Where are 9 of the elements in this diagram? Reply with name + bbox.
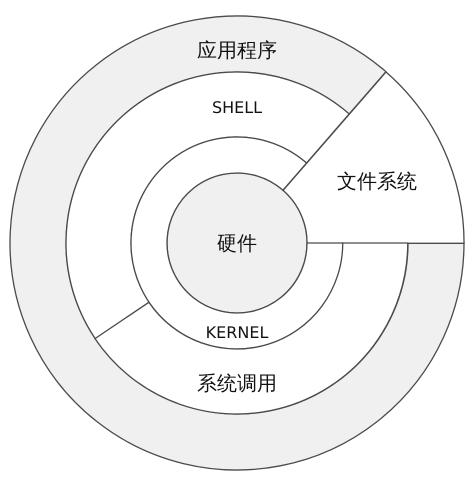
- node-label: 文件系统: [336, 170, 417, 192]
- node-label: 硬件: [217, 232, 257, 254]
- ring-segment: [10, 16, 464, 470]
- node-label: SHELL: [212, 99, 262, 117]
- node-label: 系统调用: [196, 372, 277, 394]
- node-label: KERNEL: [206, 324, 268, 342]
- node-label: 应用程序: [197, 39, 277, 61]
- circle-shape: [167, 173, 307, 313]
- sector-shape: [282, 72, 464, 243]
